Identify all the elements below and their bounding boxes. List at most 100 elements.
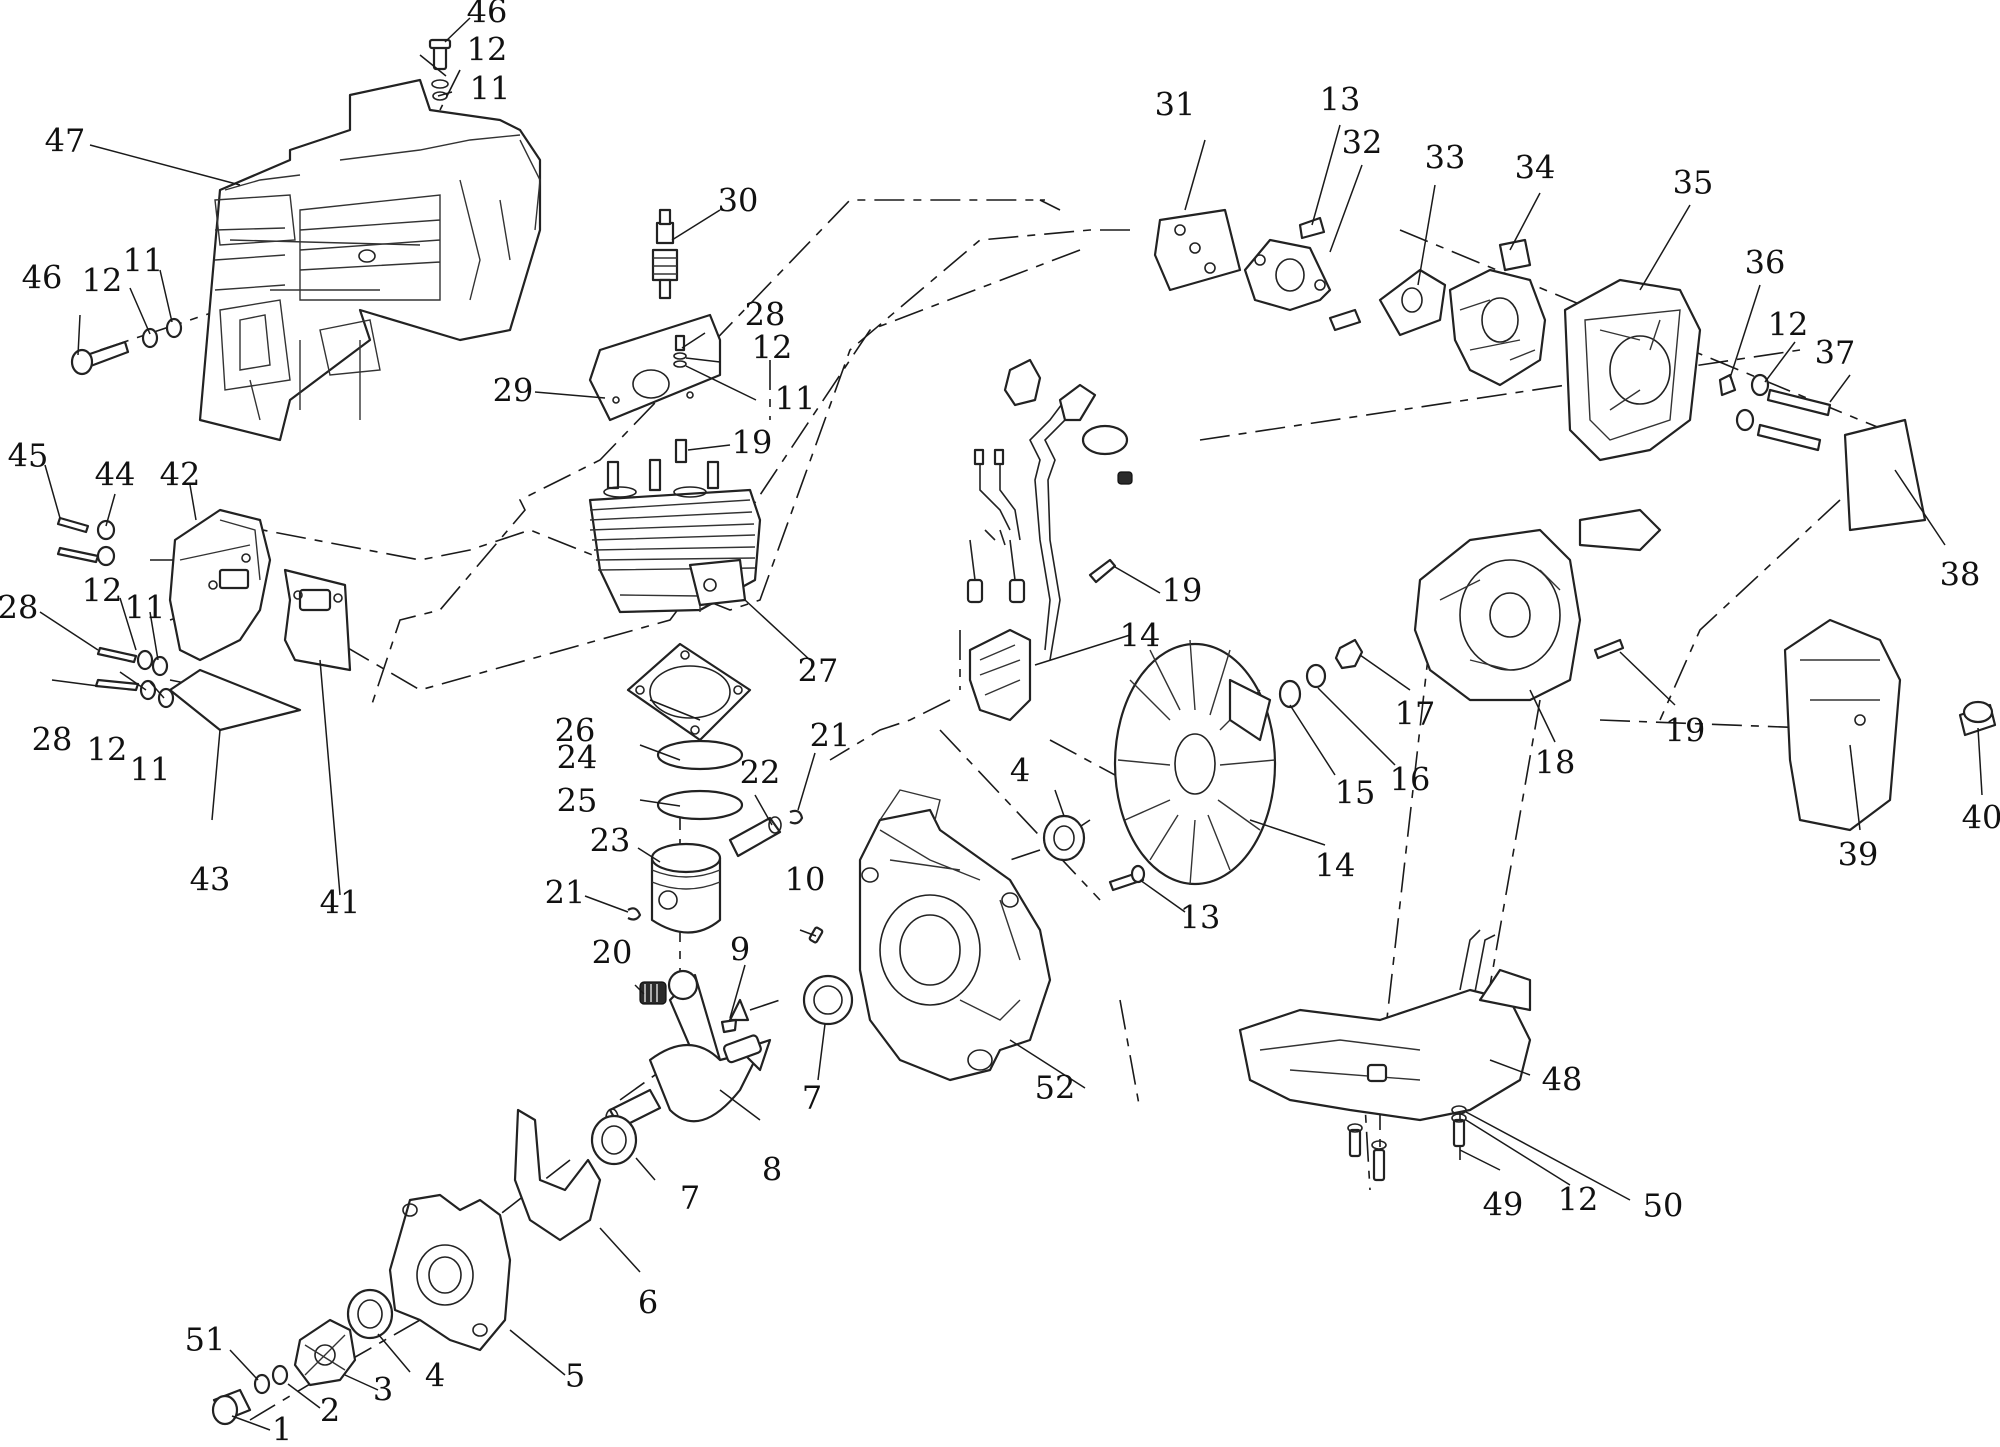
washer-2: [271, 1364, 289, 1386]
muffler-side-screws: [94, 646, 175, 709]
callout-28-top: 28: [745, 296, 786, 334]
air-filter-base: [1563, 278, 1702, 462]
callout-39: 39: [1838, 836, 1879, 874]
tank-mount-screws: [1347, 1105, 1467, 1182]
flywheel-washer-16: [1305, 663, 1327, 689]
muffler-bracket: [168, 668, 302, 732]
recoil-starter: [1413, 508, 1662, 702]
callout-5: 5: [565, 1357, 585, 1395]
callout-33: 33: [1425, 139, 1466, 177]
carburetor-gasket: [1378, 268, 1447, 337]
piston-ring-upper: [656, 739, 744, 771]
callout-31: 31: [1155, 86, 1196, 124]
callout-19-coil: 19: [1162, 572, 1203, 610]
callout-11-left: 11: [125, 589, 166, 627]
piston-pin: [728, 816, 782, 858]
callout-32: 32: [1342, 124, 1383, 162]
top-bolt-group: [428, 38, 452, 101]
filter-washer-upper: [1750, 373, 1770, 397]
crankcase-left-half: [388, 1193, 512, 1352]
flywheel-washer-15: [1278, 679, 1302, 709]
pin-clip-left: [627, 907, 642, 921]
callout-28-lower: 28: [32, 721, 73, 759]
callout-30: 30: [718, 182, 759, 220]
callout-40: 40: [1962, 799, 2000, 837]
callout-10: 10: [785, 861, 826, 899]
callout-3: 3: [373, 1371, 393, 1409]
callout-26: 26: [555, 712, 596, 750]
intake-manifold: [1243, 216, 1362, 332]
callout-13-mid: 13: [1180, 899, 1221, 937]
spark-plug: [651, 208, 679, 300]
callout-27: 27: [798, 652, 839, 690]
callout-18: 18: [1535, 744, 1576, 782]
callout-25: 25: [557, 782, 598, 820]
fuel-tank: [1238, 929, 1532, 1122]
flywheel-nut: [1334, 638, 1364, 670]
callout-11-top: 11: [470, 70, 511, 108]
callout-21-left: 21: [545, 874, 586, 912]
callout-52: 52: [1035, 1069, 1076, 1107]
callout-48: 48: [1542, 1061, 1583, 1099]
callout-14-coil: 14: [1120, 617, 1161, 655]
dowel-pin: [808, 926, 824, 944]
callout-42: 42: [160, 456, 201, 494]
pin-clip-right: [789, 809, 804, 825]
filter-clip: [1718, 373, 1737, 397]
callout-1: 1: [272, 1411, 292, 1447]
callout-46-top: 46: [467, 0, 508, 31]
callout-11-side: 11: [123, 242, 164, 280]
callout-23: 23: [590, 822, 631, 860]
callout-29: 29: [493, 372, 534, 410]
boot-seal: [1081, 424, 1129, 456]
callout-7-left: 7: [680, 1179, 700, 1217]
starter-screw: [1593, 638, 1625, 660]
callout-12-filter: 12: [1768, 306, 1809, 344]
callout-13-top: 13: [1320, 81, 1361, 119]
callout-38: 38: [1940, 556, 1981, 594]
side-cover: [1783, 618, 1902, 832]
muffler-cover: [168, 508, 272, 662]
callout-12-lower: 12: [87, 731, 128, 769]
callout-19-cyl: 19: [732, 424, 773, 462]
callout-19-starter: 19: [1665, 712, 1706, 750]
callout-49: 49: [1483, 1186, 1524, 1224]
callout-8: 8: [762, 1151, 782, 1189]
callout-9: 9: [730, 931, 750, 969]
intake-insulator: [1153, 208, 1242, 292]
heat-shield-plate: [588, 313, 722, 422]
muffler-gasket: [283, 568, 352, 672]
callout-34: 34: [1515, 149, 1556, 187]
coil-screw: [1088, 558, 1117, 584]
callout-2: 2: [320, 1392, 340, 1430]
callout-6: 6: [638, 1284, 658, 1322]
clutch-nut: [211, 1388, 252, 1426]
filter-screw-upper: [1766, 388, 1832, 417]
callout-50: 50: [1643, 1187, 1684, 1225]
callout-45: 45: [8, 437, 49, 475]
callout-12-plate: 12: [752, 329, 793, 367]
crankcase-right-half: [858, 789, 1052, 1082]
callout-22: 22: [740, 754, 781, 792]
needle-bearing: [639, 981, 667, 1005]
carburetor: [1448, 238, 1547, 387]
callout-7-right: 7: [802, 1079, 822, 1117]
callout-15: 15: [1335, 774, 1376, 812]
woodruff-key: [720, 1018, 738, 1034]
boot-spring: [1117, 471, 1133, 485]
flywheel: [1113, 639, 1277, 886]
callout-28-left: 28: [0, 589, 38, 627]
callout-24: 24: [557, 739, 598, 777]
washer-51: [253, 1373, 271, 1395]
callout-11-lower: 11: [130, 751, 171, 789]
callout-12-tank: 12: [1558, 1181, 1599, 1219]
crankshaft: [605, 969, 772, 1130]
callout-43: 43: [190, 861, 231, 899]
main-bearing-left: [346, 1288, 394, 1340]
callout-12-top: 12: [467, 31, 508, 69]
cover-knob: [1958, 700, 1997, 737]
callout-4-right: 4: [1010, 752, 1030, 790]
callout-11-plate: 11: [775, 380, 816, 418]
